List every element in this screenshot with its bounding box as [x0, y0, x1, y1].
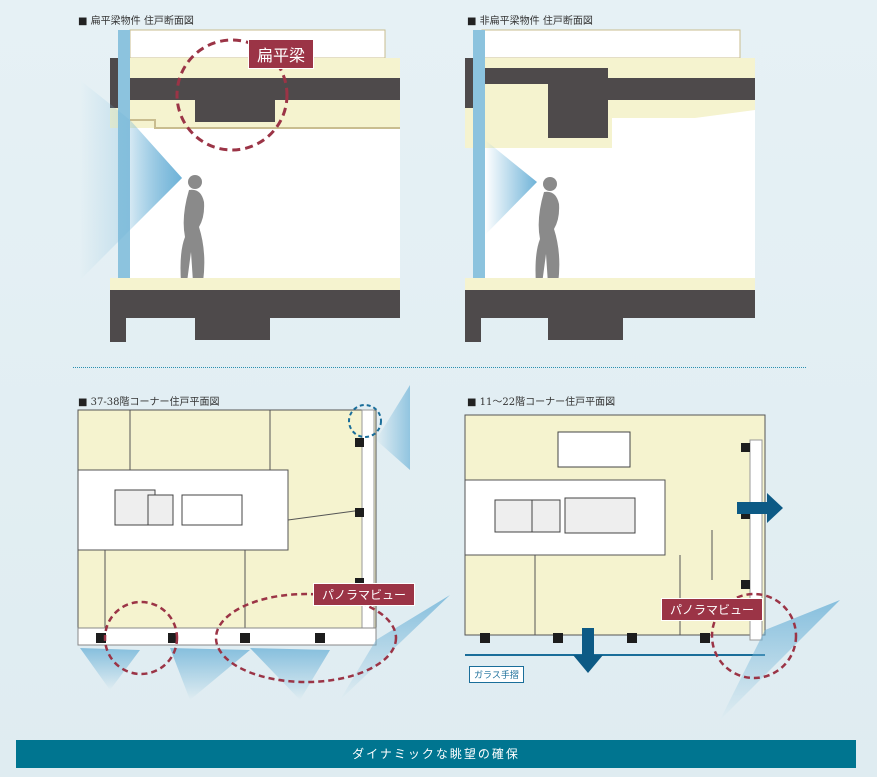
- plan-caption-11-22: 11～22階コーナー住戸平面図: [467, 393, 615, 408]
- section-caption-flat: 扁平梁物件 住戸断面図: [78, 12, 194, 27]
- section-caption-nonflat: 非扁平梁物件 住戸断面図: [467, 12, 593, 27]
- panorama-tag-2: パノラマビュー: [661, 598, 764, 621]
- arrow-right-icon: [737, 493, 783, 523]
- divider: [73, 367, 806, 368]
- glass-railing-label: ガラス手摺: [469, 666, 524, 683]
- banner: ダイナミックな眺望の確保: [16, 740, 856, 768]
- section-flat-beam: [80, 29, 400, 342]
- panorama-tag-1: パノラマビュー: [313, 583, 416, 606]
- flat-beam-tag: 扁平梁: [248, 39, 315, 69]
- section-nonflat-beam: [465, 29, 755, 342]
- plan-caption-37-38: 37-38階コーナー住戸平面図: [78, 393, 220, 408]
- arrow-down-icon: [573, 628, 603, 673]
- plan-37-38: [77, 385, 450, 700]
